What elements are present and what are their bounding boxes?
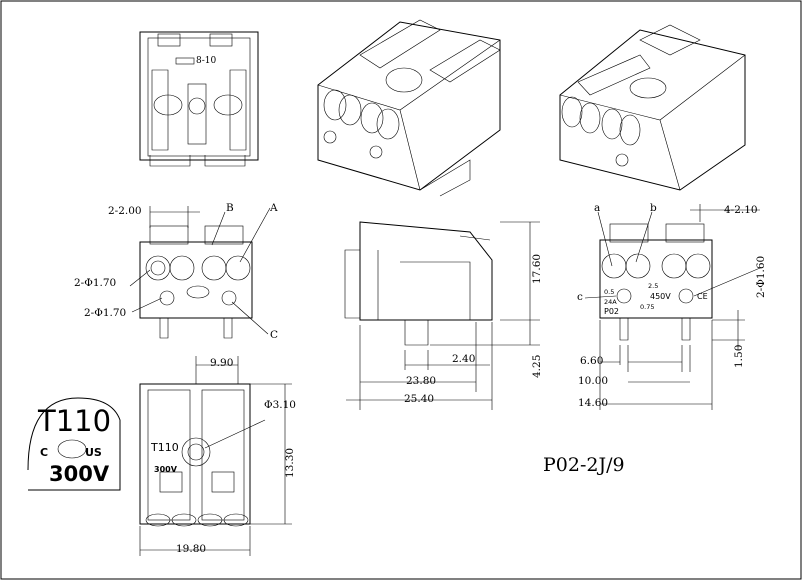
logo-c: C [40, 446, 49, 459]
logo-model: T110 [38, 404, 112, 438]
dim-front-left-phi2: 2-Φ1.70 [84, 307, 127, 319]
label-front-left-c: C [270, 329, 279, 341]
top-view-callout: 8-10 [196, 56, 217, 66]
marking-small-model: T110 [151, 441, 179, 454]
dim-front-right-pin-height: 1.50 [733, 344, 745, 368]
top-view [139, 31, 259, 167]
dim-front-right-pitch: 10.00 [578, 375, 609, 387]
dim-side-pin-height: 4.25 [531, 354, 543, 378]
dim-bottom-height: 13.30 [284, 447, 296, 478]
dim-front-right-phi: 2-Φ1.60 [755, 255, 767, 298]
marking-small-voltage: 300V [154, 465, 177, 474]
label-front-right-a: a [594, 202, 601, 214]
label-front-right-c: c [577, 291, 583, 303]
label-front-left-b: B [226, 202, 234, 214]
part-number: P02-2J/9 [543, 454, 625, 476]
dim-bottom-width: 19.80 [176, 543, 207, 555]
dim-front-right-pin-gap: 6.60 [580, 355, 604, 367]
marking-rating-a: 24A [604, 298, 617, 306]
dim-front-left-slot: 2-2.00 [108, 205, 142, 217]
bottom-view [139, 356, 292, 556]
dim-side-total-length: 25.40 [404, 393, 435, 405]
marking-wire3: 0.75 [640, 303, 655, 311]
ul-logo-closeup [27, 397, 121, 491]
marking-ce: CE [697, 292, 708, 301]
dim-bottom-hole: Φ3.10 [264, 399, 296, 411]
front-view-right [584, 204, 761, 410]
logo-voltage: 300V [49, 462, 110, 486]
dim-side-height: 17.60 [531, 253, 543, 284]
label-front-left-a: A [270, 202, 278, 214]
marking-wire2: 2.5 [648, 282, 659, 290]
front-view-left [129, 206, 271, 339]
dim-front-right-width: 14.60 [578, 397, 609, 409]
dim-side-body-length: 23.80 [406, 375, 437, 387]
label-front-right-b: b [650, 202, 657, 214]
dim-front-right-slot: 4-2.10 [724, 204, 758, 216]
side-view [344, 221, 540, 410]
marking-wire1: 0.5 [604, 288, 615, 296]
isometric-view-left [317, 19, 501, 197]
dim-front-left-phi1: 2-Φ1.70 [74, 277, 117, 289]
marking-rating-v: 450V [650, 292, 671, 301]
dim-bottom-pitch: 9.90 [210, 357, 234, 369]
logo-us: US [85, 446, 102, 459]
marking-code: P02 [604, 307, 620, 316]
isometric-view-right [559, 24, 746, 191]
dim-side-pin-width: 2.40 [452, 353, 476, 365]
